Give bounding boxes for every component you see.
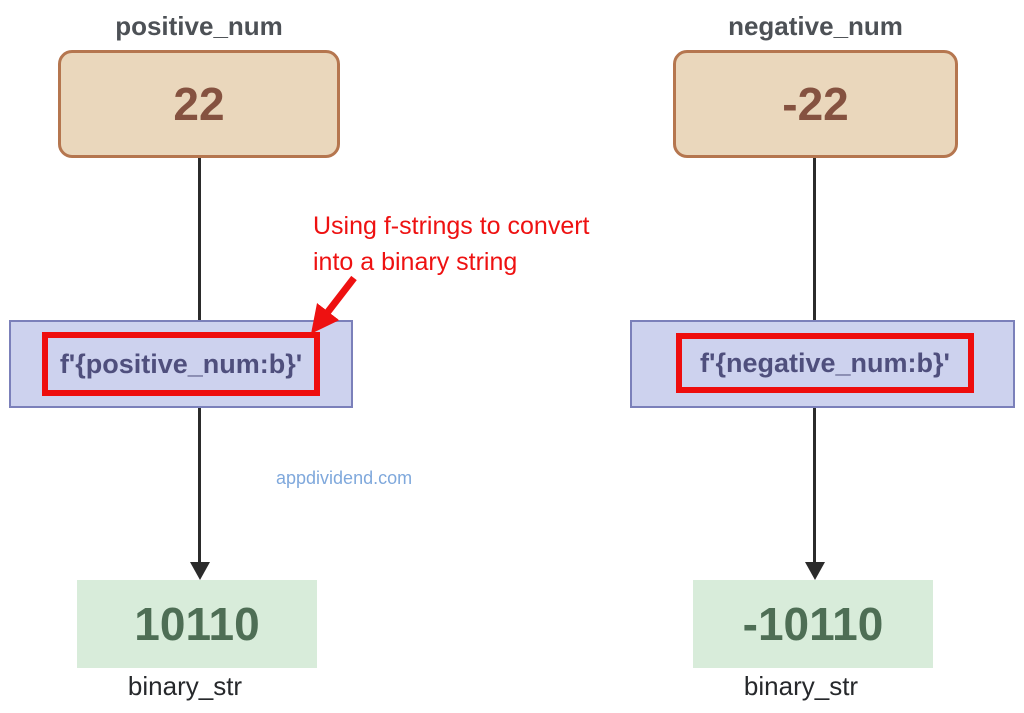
annotation-line-2: into a binary string [313, 248, 518, 276]
right-result-text: -10110 [742, 598, 884, 650]
right-code-highlight-box: f'{negative_num:b}' [676, 333, 974, 393]
left-result-node: 10110 [77, 580, 317, 668]
left-connector-bottom [198, 408, 201, 564]
right-result-label: binary_str [743, 671, 859, 701]
left-value-text: 22 [173, 78, 225, 130]
right-value-node: -22 [673, 50, 958, 158]
annotation-text: Using f-strings to convert into a binary… [313, 208, 590, 280]
right-arrow-down-icon [805, 562, 825, 580]
left-code-text: f'{positive_num:b}' [59, 348, 303, 379]
watermark-text: appdividend.com [276, 468, 413, 488]
right-connector-bottom [813, 408, 816, 564]
right-code-text: f'{negative_num:b}' [700, 347, 950, 378]
left-result-text: 10110 [134, 598, 260, 650]
left-code-highlight-box: f'{positive_num:b}' [42, 332, 320, 396]
left-arrow-down-icon [190, 562, 210, 580]
right-value-text: -22 [782, 78, 849, 130]
annotation-arrow-icon [311, 275, 357, 334]
left-result-label: binary_str [127, 671, 243, 701]
annotation-line-1: Using f-strings to convert [313, 212, 590, 240]
right-connector-top [813, 158, 816, 322]
left-value-node: 22 [58, 50, 340, 158]
left-connector-top [198, 158, 201, 322]
left-variable-title: positive_num [115, 11, 283, 41]
right-result-node: -10110 [693, 580, 933, 668]
right-variable-title: negative_num [728, 11, 903, 41]
